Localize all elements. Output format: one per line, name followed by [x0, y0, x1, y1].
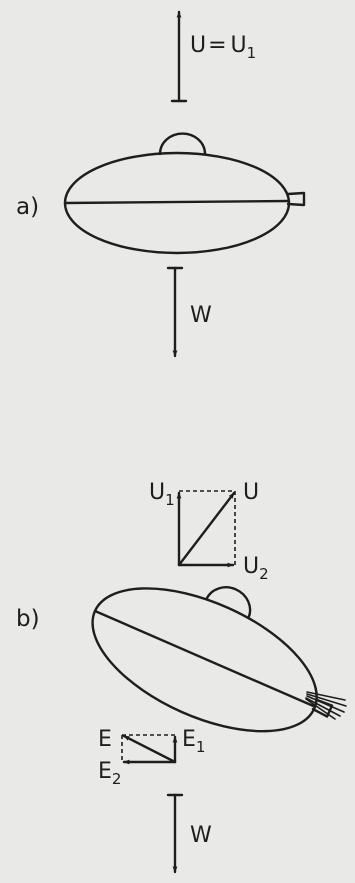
- lift-resultant-u-arrow: [177, 491, 236, 567]
- drag-label-e1: E1: [182, 727, 205, 756]
- part-b-label: b): [16, 606, 40, 632]
- balloon-nozzle-a: [286, 191, 306, 207]
- drag-resultant-e-arrow: [122, 734, 177, 764]
- lift-label-u: U: [243, 480, 259, 505]
- drag-label-e2: E2: [98, 759, 121, 788]
- balloon-equator-b: [93, 609, 317, 708]
- exhaust-jet: [305, 691, 347, 720]
- lift-label-u1: U1: [149, 480, 175, 509]
- balloon-dome-b: [205, 586, 252, 620]
- drag-label-e: E: [98, 727, 112, 752]
- lift-label-u2: U2: [243, 554, 269, 583]
- balloon-b: [91, 586, 334, 733]
- balloon-equator-a: [63, 199, 291, 205]
- part-a: U=U1 a) W: [16, 10, 306, 358]
- weight-label-a: W: [190, 303, 212, 328]
- lift-label-a: U=U1: [190, 33, 256, 62]
- weight-label-b: W: [190, 823, 212, 848]
- balloon-dome-a: [158, 132, 207, 156]
- part-b: U1 U U2 b) E E1: [16, 480, 347, 874]
- part-a-label: a): [16, 194, 39, 220]
